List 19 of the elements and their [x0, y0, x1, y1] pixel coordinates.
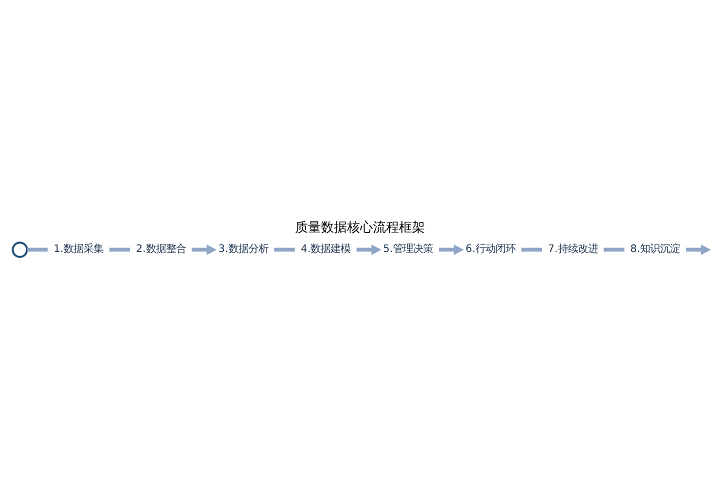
node-text: 7.持续改进: [548, 243, 598, 256]
connector: [604, 248, 624, 252]
connector: [521, 248, 542, 252]
node-text: 1.数据采集: [54, 243, 104, 256]
node-text: 4.数据建模: [300, 243, 351, 256]
arrow: [356, 244, 382, 255]
node-text: 8.知识沉淀: [630, 243, 680, 256]
node-circle: [12, 242, 28, 258]
connector: [27, 248, 48, 252]
diagram-title: 质量数据核心流程框架: [295, 220, 425, 236]
connector: [109, 248, 130, 252]
node-text: 3.数据分析: [218, 243, 268, 256]
node-text: 6.行动闭环: [466, 243, 516, 256]
node-text: 5.管理决策: [383, 243, 434, 256]
arrow: [192, 244, 217, 255]
arrow: [438, 244, 464, 255]
node-text: 2.数据整合: [136, 243, 186, 256]
connector: [274, 248, 295, 252]
arrow: [686, 244, 711, 255]
